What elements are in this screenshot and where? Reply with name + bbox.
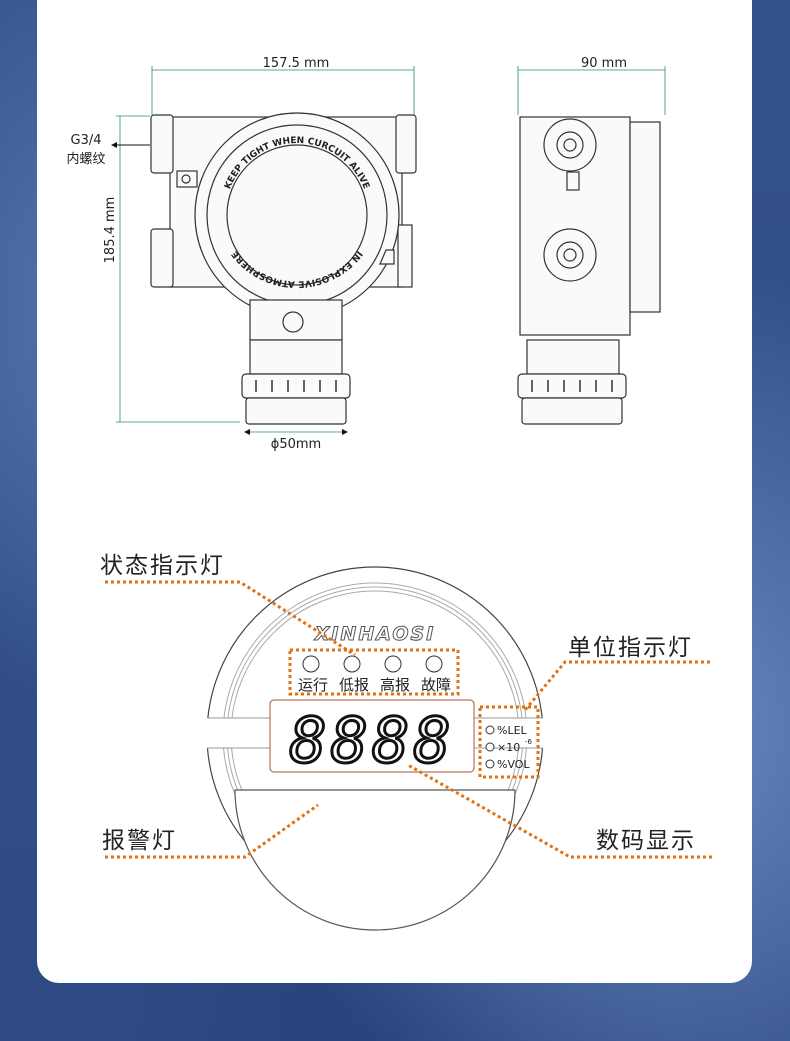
indicator-run: 运行 [298, 676, 328, 694]
callout-status-lights: 状态指示灯 [100, 553, 225, 579]
unit-ppm: ×10 [497, 741, 520, 754]
thread-label: G3/4 [71, 133, 102, 148]
height-dimension: 185.4 mm [103, 197, 118, 264]
brand-logo: XINHAOSI [314, 623, 436, 645]
indicator-fault: 故障 [421, 676, 451, 694]
unit-exponent: -6 [525, 738, 533, 746]
unit-lel: %LEL [497, 724, 528, 737]
diameter-dimension: ϕ50mm [271, 437, 321, 452]
unit-indicators: %LEL ×10 -6 %VOL [485, 724, 533, 771]
callouts: 状态指示灯 单位指示灯 报警灯 数码显示 [100, 553, 712, 859]
callout-alarm-light: 报警灯 [102, 828, 177, 854]
callout-unit-lights: 单位指示灯 [568, 635, 693, 661]
indicator-high-alarm: 高报 [380, 676, 410, 694]
status-indicators: 运行 低报 高报 故障 [298, 655, 451, 694]
thread-label-cn: 内螺纹 [66, 151, 105, 167]
depth-dimension: 90 mm [581, 56, 627, 71]
display-panel: XINHAOSI 运行 低报 高报 故障 8888 %LEL ×10 -6 %V… [205, 566, 545, 931]
front-view-drawing: 157.5 mm 185.4 mm G3/4 内螺纹 KEEP T [66, 56, 417, 452]
seven-segment-display: 8888 [289, 704, 454, 777]
side-view-drawing: 90 mm [517, 56, 666, 425]
callout-digital-display: 数码显示 [596, 828, 696, 854]
indicator-low-alarm: 低报 [339, 676, 369, 694]
unit-vol: %VOL [497, 758, 530, 771]
width-dimension: 157.5 mm [263, 56, 330, 71]
